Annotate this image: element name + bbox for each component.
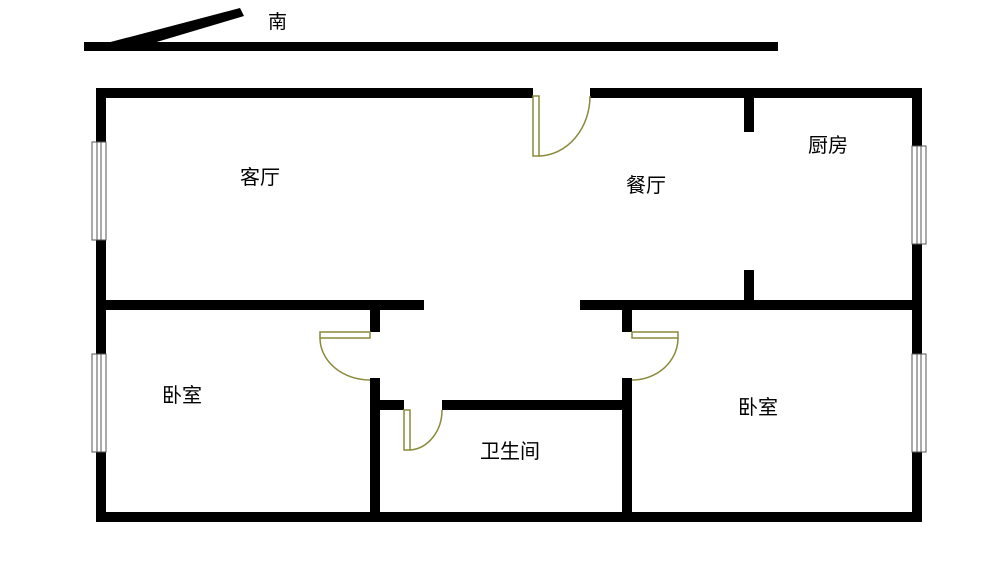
- compass-label: 南: [268, 11, 287, 33]
- room-label-bedroom-left: 卧室: [162, 383, 202, 407]
- kitchen-wall-upper: [744, 96, 754, 132]
- doors: [319, 95, 679, 451]
- walls: [96, 88, 922, 522]
- room-label-bedroom-right: 卧室: [738, 395, 778, 419]
- windows: [91, 141, 927, 453]
- outer-wall-bottom: [96, 512, 922, 522]
- bathroom-wall-top-left: [370, 400, 404, 410]
- kitchen-wall-lower: [744, 270, 754, 308]
- window-right-upper: [911, 145, 927, 245]
- bedroom-left-wall-stub: [370, 300, 380, 332]
- outer-wall-top-left: [96, 88, 533, 98]
- bedroom-left-wall-lower: [370, 378, 380, 522]
- bathroom-wall-top-right: [442, 400, 630, 410]
- middle-wall-right: [580, 300, 922, 310]
- room-label-bathroom: 卫生间: [480, 439, 540, 463]
- bedroom-right-wall-lower: [622, 378, 632, 522]
- middle-wall-left: [96, 300, 424, 310]
- compass-arrow: [84, 8, 778, 51]
- window-left-upper: [91, 141, 107, 241]
- window-right-lower: [911, 353, 927, 453]
- compass-arrow-head: [84, 8, 244, 49]
- bedroom-right-door: [631, 331, 679, 381]
- room-label-living-room: 客厅: [240, 165, 280, 189]
- outer-wall-top-right: [590, 88, 922, 98]
- window-left-lower: [91, 353, 107, 453]
- bedroom-right-wall-stub: [622, 300, 632, 332]
- compass-arrow-shaft: [84, 42, 778, 51]
- bedroom-left-door: [319, 331, 371, 381]
- bathroom-door: [403, 409, 443, 451]
- room-label-kitchen: 厨房: [808, 133, 848, 157]
- entry-door: [532, 95, 591, 157]
- room-label-dining-room: 餐厅: [626, 173, 666, 197]
